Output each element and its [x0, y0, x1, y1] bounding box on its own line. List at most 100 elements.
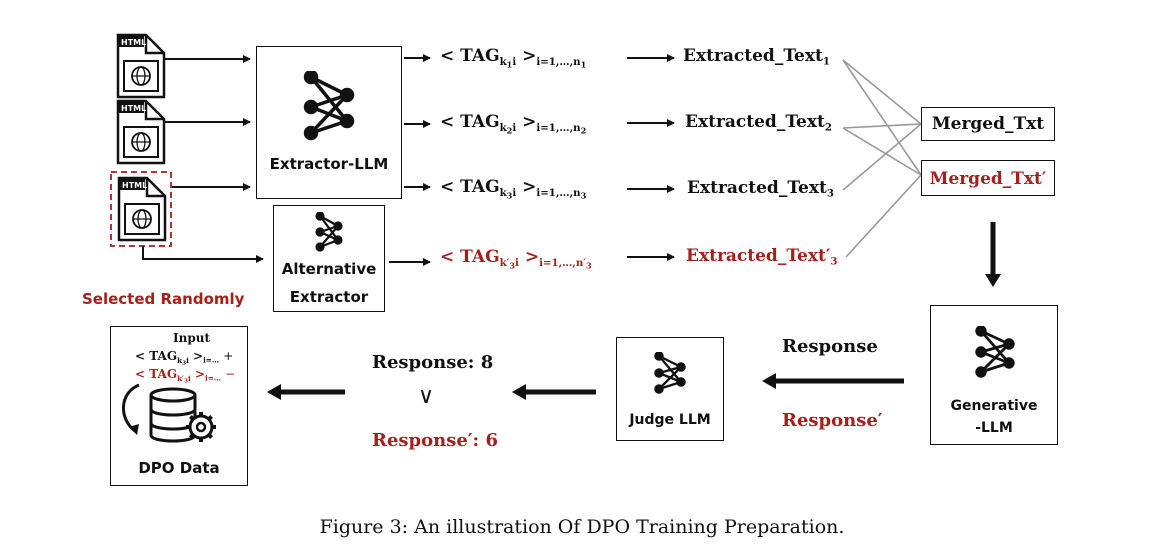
- html-icon-label: HTML: [121, 38, 146, 47]
- input-tag-chosen: < TAGk3i >i=… +: [135, 349, 234, 367]
- tag-k-sub: 3: [509, 260, 516, 270]
- merged-txt-label: Merged_Txt: [931, 114, 1045, 134]
- merged-txt-prime-label: Merged_Txt′: [929, 169, 1047, 189]
- tag-i: i: [187, 373, 191, 383]
- neural-network-icon: [654, 352, 686, 394]
- alternative-extractor-label-line1: Alternative: [281, 260, 377, 278]
- extracted-text-base: Extracted_Text: [685, 112, 825, 132]
- response-prime-score: Response′: 6: [372, 430, 498, 451]
- tag-set-alternative: < TAGk′3i >i=1,…,n′3: [440, 247, 592, 270]
- arrow-scores-dpo-head: [267, 384, 281, 400]
- tag-n-sub: 1: [580, 59, 587, 69]
- figure-caption: Figure 3: An illustration Of DPO Trainin…: [319, 516, 845, 538]
- generative-llm-box: Generative -LLM: [930, 305, 1058, 445]
- plus-symbol: +: [223, 349, 234, 363]
- tag-close: >: [522, 112, 537, 132]
- alternative-extractor-box: Alternative Extractor: [273, 205, 385, 312]
- tag-i: i: [512, 186, 517, 199]
- tag-k: k′: [177, 373, 184, 383]
- tag-range: i=1,…,n: [536, 55, 581, 68]
- tag-i: i: [512, 55, 517, 68]
- merged-txt-box: Merged_Txt: [921, 107, 1055, 141]
- tag-i: i: [186, 355, 189, 365]
- arrow-generative-judge-head: [762, 373, 776, 389]
- tag-k: k: [177, 355, 183, 365]
- tag-prefix: < TAG: [440, 46, 500, 66]
- random-selection-highlight: [110, 171, 172, 247]
- database-gear-icon: [122, 383, 216, 443]
- tag-i: i: [512, 121, 517, 134]
- tag-close: >: [522, 46, 537, 66]
- tag-k-sub: 3: [183, 378, 188, 385]
- tag-n-sub: 3: [580, 190, 587, 200]
- response-prime-label: Response′: [782, 410, 883, 431]
- tag-close: >: [524, 247, 540, 267]
- tag-range: i=1,…,n: [536, 186, 581, 199]
- tag-prefix: < TAG: [135, 349, 178, 363]
- arrow-judge-scores-head: [512, 384, 526, 400]
- tag-range: i=1,…,n: [536, 121, 581, 134]
- extracted-text-base: Extracted_Text: [687, 178, 827, 198]
- merge-connector-lines: [842, 59, 922, 258]
- alternative-extractor-label-line2: Extractor: [289, 288, 369, 306]
- tag-k: k: [499, 121, 507, 134]
- html-document-icon-2: HTML: [116, 99, 166, 165]
- html-icon-label: HTML: [121, 104, 146, 113]
- neural-network-icon: [975, 326, 1015, 378]
- tag-prefix: < TAG: [440, 247, 500, 267]
- minus-symbol: −: [225, 367, 236, 381]
- tag-close: >: [194, 367, 205, 381]
- html-document-icon-1: HTML: [116, 33, 166, 99]
- judge-llm-box: Judge LLM: [616, 337, 724, 441]
- generative-llm-label-line1: Generative: [950, 398, 1038, 414]
- tag-set-2: < TAGk2i >i=1,…,n2: [440, 112, 587, 135]
- tag-k: k′: [499, 256, 510, 269]
- tag-i: i: [515, 256, 519, 269]
- neural-network-icon: [303, 71, 355, 141]
- dpo-data-label: DPO Data: [138, 459, 220, 477]
- tag-prefix: < TAG: [440, 112, 500, 132]
- tag-close: >: [522, 177, 537, 197]
- extracted-text-base: Extracted_Text′: [686, 246, 831, 266]
- input-tag-rejected: < TAGk′3i >i=… −: [135, 367, 236, 385]
- extractor-llm-label: Extractor-LLM: [269, 155, 389, 173]
- arrow-merged-generative-head: [985, 274, 1001, 287]
- tag-k: k: [499, 55, 507, 68]
- extracted-text-base: Extracted_Text: [683, 46, 823, 66]
- extracted-text-alternative: Extracted_Text′3: [686, 246, 838, 268]
- tag-prefix: < TAG: [135, 367, 178, 381]
- extracted-text-sub: 3: [830, 255, 838, 268]
- neural-network-icon: [315, 212, 343, 252]
- extracted-text-1: Extracted_Text1: [683, 46, 830, 67]
- arrow-doc3-alt-extractor: [142, 246, 264, 263]
- tag-k-sub: 2: [506, 125, 513, 135]
- extracted-text-sub: 2: [824, 121, 832, 134]
- tag-prefix: < TAG: [440, 177, 500, 197]
- extracted-text-3: Extracted_Text3: [687, 178, 834, 200]
- merged-txt-prime-box: Merged_Txt′: [921, 160, 1055, 196]
- tag-close: >: [193, 349, 204, 363]
- dpo-data-box: Input < TAGk3i >i=… + < TAGk′3i >i=… − D…: [110, 326, 248, 486]
- input-label: Input: [173, 331, 210, 345]
- tag-range: i=1,…,n′: [539, 256, 586, 269]
- tag-k: k: [499, 186, 507, 199]
- tag-n-sub: 3: [585, 260, 592, 270]
- extractor-llm-box: Extractor-LLM: [256, 46, 402, 199]
- tag-k-sub: 3: [506, 190, 513, 200]
- judge-llm-label: Judge LLM: [629, 412, 711, 428]
- response-label: Response: [782, 336, 878, 357]
- generative-llm-label-line2: -LLM: [975, 420, 1013, 436]
- tag-k-sub: 1: [506, 59, 513, 69]
- extracted-text-2: Extracted_Text2: [685, 112, 832, 134]
- tag-range: i=…: [204, 373, 221, 383]
- html-document-icon-3: HTML: [117, 176, 167, 242]
- tag-n-sub: 2: [580, 125, 587, 135]
- selected-randomly-label: Selected Randomly: [82, 290, 245, 308]
- tag-set-1: < TAGk1i >i=1,…,n1: [440, 46, 587, 69]
- compare-symbol: ∨: [418, 384, 435, 409]
- tag-k-sub: 3: [182, 360, 187, 367]
- html-icon-label: HTML: [122, 181, 147, 190]
- extracted-text-sub: 3: [826, 187, 834, 200]
- tag-set-3: < TAGk3i >i=1,…,n3: [440, 177, 587, 200]
